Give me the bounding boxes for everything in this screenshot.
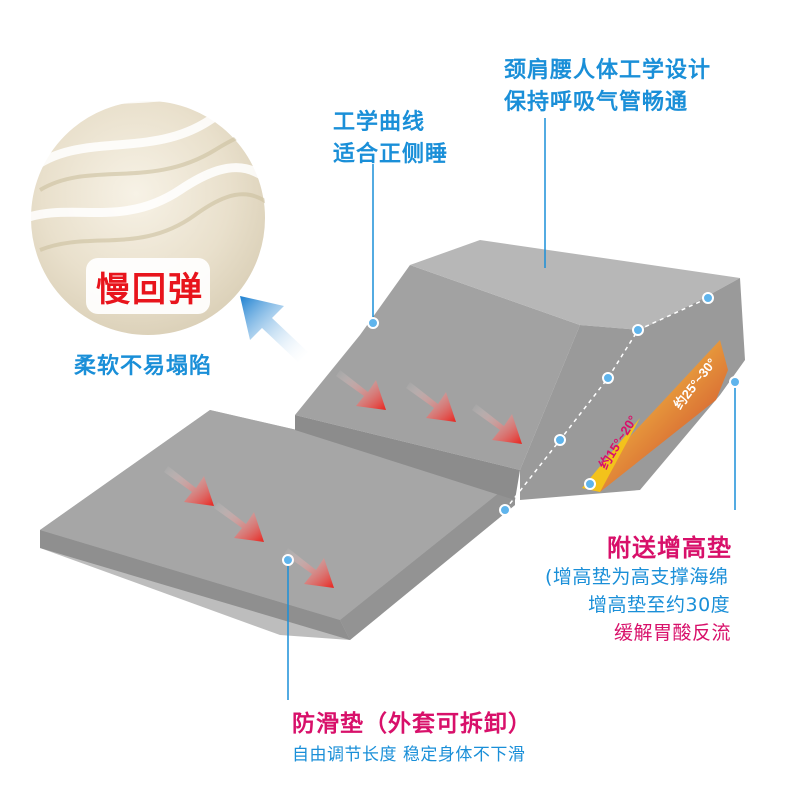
foam-closeup [25,95,271,341]
riser-title: 附送增高垫 [607,534,732,562]
marker-dots [282,292,741,566]
riser-line2: 增高垫至约30度 [588,594,731,616]
neck-block [410,240,745,500]
ramp-section [295,265,580,500]
curve-line2: 适合正侧睡 [333,142,449,167]
pressure-arrows [164,370,522,588]
curve-line1: 工学曲线 [333,110,426,135]
seam-line [504,297,709,511]
antislip-mat [40,410,515,640]
ergonomic-line1: 颈肩腰人体工学设计 [504,58,712,83]
blue-arrow-icon [240,296,308,362]
riser-wedge [582,340,728,492]
softness-label: 柔软不易塌陷 [74,354,213,379]
antislip-subtitle: 自由调节长度 稳定身体不下滑 [292,745,526,765]
callout-lines [287,118,736,700]
riser-line3: 缓解胃酸反流 [614,622,732,644]
slow-rebound-label: 慢回弹 [96,270,204,310]
riser-line1: (增高垫为高支撑海绵 [545,566,729,588]
antislip-title: 防滑垫（外套可拆卸） [292,711,532,737]
ergonomic-line2: 保持呼吸气管畅通 [504,90,689,115]
